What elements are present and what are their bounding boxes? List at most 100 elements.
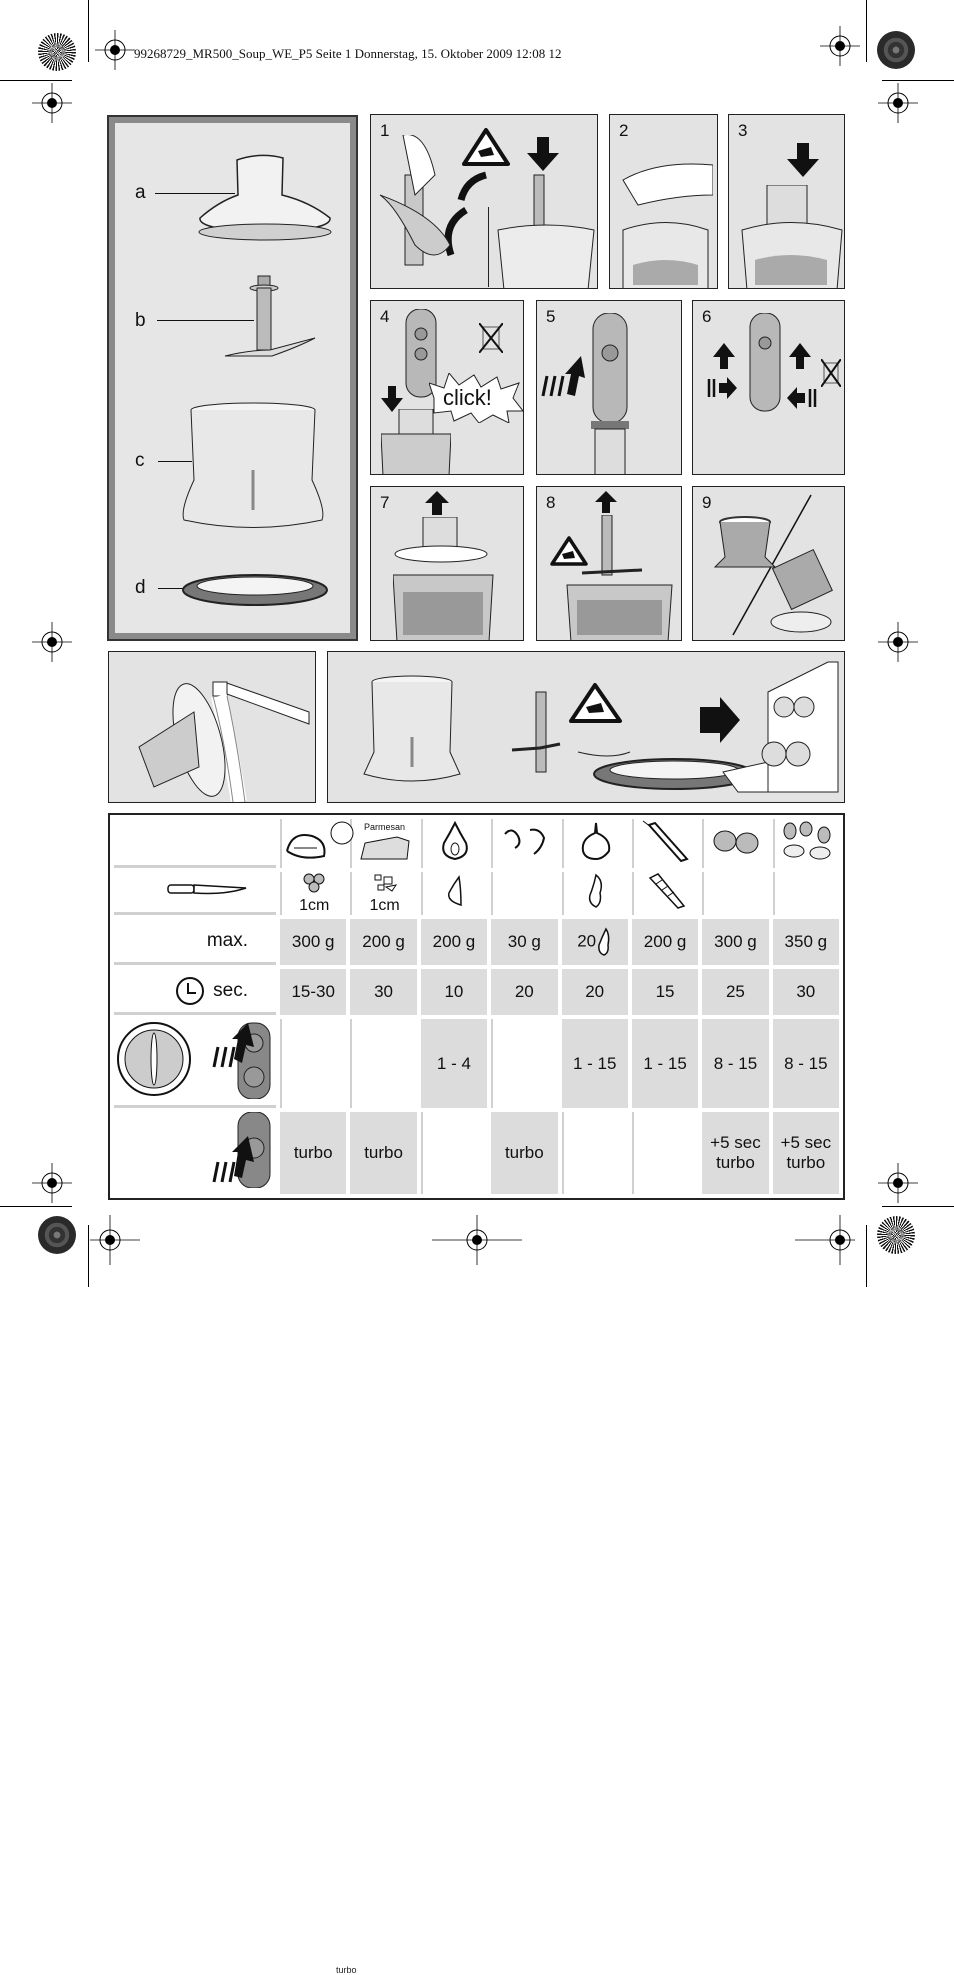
step-panel-6: 6: [692, 300, 845, 475]
empty-bowl-illustration: [713, 494, 833, 636]
speed-dial-cell: [114, 1019, 276, 1108]
release-buttons-arrow-icon: [707, 377, 737, 399]
max-value-cell: 300 g: [280, 919, 347, 965]
bowl-with-lid-illustration: [381, 409, 451, 474]
clock-icon: [176, 976, 205, 1005]
gray-wheel-mark: [38, 1216, 76, 1254]
max-value-cell: 30 g: [491, 919, 558, 965]
leader-line: [155, 193, 235, 194]
registration-mark-icon: [878, 1163, 918, 1203]
ingredient-carrot-cell: [631, 819, 699, 868]
remove-blade-illustration: [566, 515, 673, 640]
dishwasher-panel: [327, 651, 845, 803]
motor-unit-illustration: [405, 309, 437, 398]
step-panel-5: 5: [536, 300, 682, 475]
max-value-cell: 20: [561, 919, 628, 965]
turbo-value-cell: turbo: [491, 1112, 558, 1194]
pulse-value-cell: [491, 1019, 558, 1108]
ingredient-onion-cell: [420, 819, 488, 868]
part-label-a: a: [135, 182, 146, 203]
turbo-value-cell: turbo: [350, 1112, 417, 1194]
crop-mark: [0, 1206, 72, 1207]
cut-onion-cell: [420, 872, 488, 915]
print-slug: 99268729_MR500_Soup_WE_P5 Seite 1 Donner…: [134, 46, 562, 61]
registration-mark-icon: [878, 622, 918, 662]
divider-line: [488, 207, 489, 287]
garlic-icon: [581, 822, 610, 861]
ingredient-meat-cell: [280, 819, 354, 868]
cut-almonds-cell: [772, 872, 839, 915]
rinse-lid-illustration: [138, 681, 310, 802]
turbo-button-icon: [212, 1111, 271, 1189]
max-value-cell: 200 g: [631, 919, 699, 965]
cut-carrot-cell: [631, 872, 699, 915]
press-arrow-icon: [541, 356, 585, 397]
rinse-lid-panel: [108, 651, 316, 803]
step-panel-1: 1: [370, 114, 598, 289]
max-value-cell: 200 g: [420, 919, 488, 965]
table-row-ingredients: Parmesan: [114, 819, 839, 868]
pulse-value-cell: [350, 1019, 417, 1108]
carrot-icon: [642, 820, 689, 863]
seconds-value-cell: 20: [491, 969, 558, 1015]
step-panel-8: 8: [536, 486, 682, 641]
turbo-button-cell: turbo: [114, 1111, 357, 1975]
anti-slip-base-illustration: [182, 574, 328, 606]
turbo-value-cell: [561, 1112, 628, 1194]
seconds-value-cell: 10: [420, 969, 488, 1015]
crop-mark: [0, 80, 72, 81]
place-lid-illustration: [741, 185, 843, 288]
chopper-blade-illustration: [224, 275, 316, 357]
registration-mark-icon: [95, 30, 135, 70]
seconds-label-cell: sec.: [114, 969, 276, 1015]
diced-cheese-icon: [374, 874, 397, 892]
arrow-down-icon: [381, 386, 403, 412]
pulse-value-cell: 8 - 15: [702, 1019, 769, 1108]
arrow-up-icon: [713, 343, 735, 369]
pulse-value-cell: 1 - 4: [420, 1019, 488, 1108]
dishwasher-parts-illustration: [363, 661, 839, 793]
registration-mark-icon: [90, 1215, 140, 1265]
unplugged-icon: [821, 359, 841, 387]
fill-herbs-illustration: [622, 163, 713, 288]
speed-dial-switch-icon: [117, 1022, 271, 1100]
arrow-up-icon: [789, 343, 811, 369]
ingredient-almonds-cell: [772, 819, 839, 868]
table-row-seconds: sec. 15-30 30 10 20 20 15 25 30: [114, 969, 839, 1015]
blade-on-bowl-illustration: [497, 174, 595, 288]
seconds-value-cell: 25: [702, 969, 769, 1015]
warning-sharp-blade-icon: [550, 536, 588, 566]
crop-mark: [866, 1225, 867, 1287]
parmesan-label: Parmesan: [364, 821, 406, 832]
ingredient-herbs-cell: [491, 819, 558, 868]
table-row-cut-size: 1cm 1cm: [114, 872, 839, 915]
rotate-arrow-icon: [444, 171, 488, 257]
registration-mark-icon: [32, 622, 72, 662]
arrow-up-icon: [595, 491, 617, 513]
turbo-button-text: turbo: [336, 1965, 357, 1975]
color-wheel-mark: [38, 33, 76, 71]
registration-mark-icon: [795, 1215, 855, 1265]
parsley-icon: [504, 828, 546, 855]
carrot-slices-icon: [648, 873, 686, 909]
step-panel-4: 4 click!: [370, 300, 524, 475]
max-value-cell: 200 g: [350, 919, 417, 965]
warning-sharp-blade-icon: [569, 683, 622, 723]
onion-icon: [442, 820, 468, 861]
gray-wheel-mark: [877, 31, 915, 69]
step-panel-7: 7: [370, 486, 524, 641]
ingredient-garlic-cell: [561, 819, 628, 868]
garlic-clove-icon: [588, 873, 602, 908]
turbo-value-cell: [631, 1112, 699, 1194]
part-label-b: b: [135, 310, 146, 331]
cheese-icon: [359, 835, 410, 859]
crop-mark: [88, 1225, 89, 1287]
seconds-value-cell: 30: [772, 969, 839, 1015]
arrow-down-icon: [787, 143, 819, 177]
step-panel-2: 2: [609, 114, 718, 289]
table-row-max: max. 300 g 200 g 200 g 30 g 20 200 g 300…: [114, 919, 839, 965]
registration-mark-icon: [878, 83, 918, 123]
